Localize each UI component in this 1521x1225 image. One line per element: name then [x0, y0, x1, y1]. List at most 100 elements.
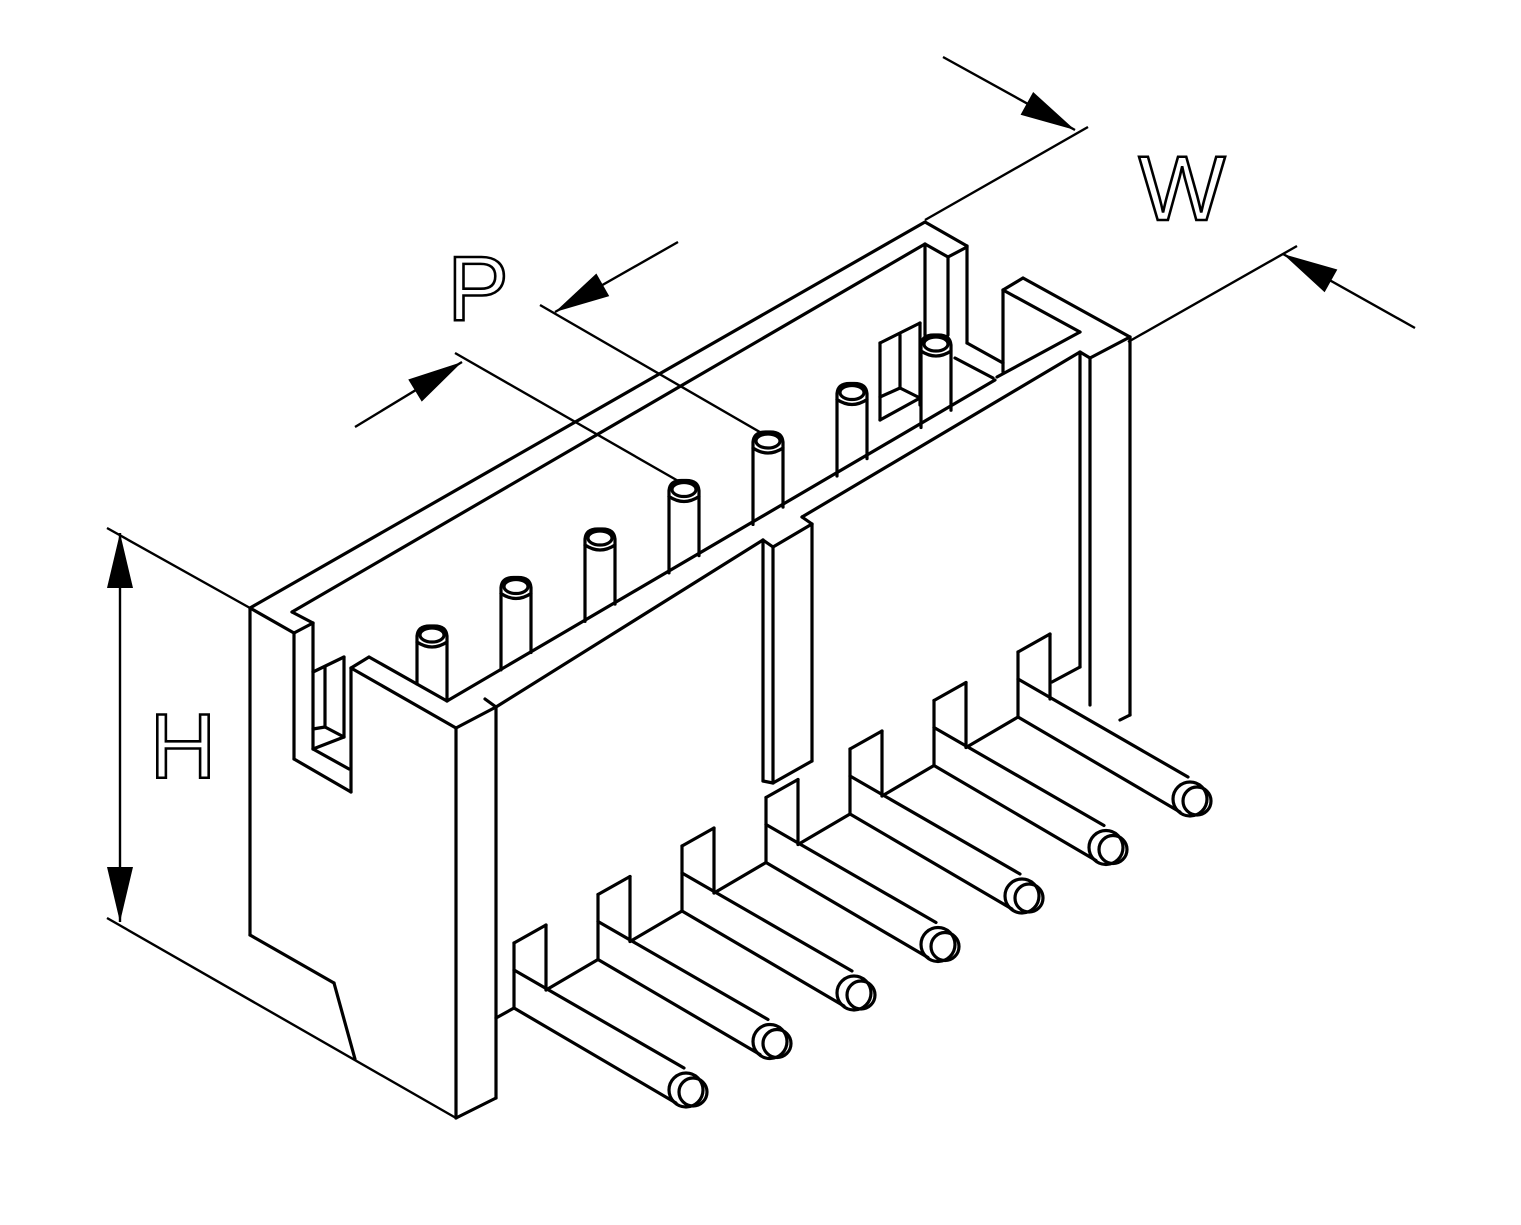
lead-end-tip — [1097, 833, 1129, 866]
lead-end — [667, 1071, 705, 1109]
housing-edge — [1078, 350, 1092, 360]
lead-edge — [596, 919, 770, 1022]
housing-edge — [349, 666, 458, 730]
lead — [680, 826, 877, 1012]
pin-tip — [586, 529, 614, 547]
housing-edge — [1021, 276, 1132, 339]
housing-edge — [311, 735, 346, 751]
lead-end — [751, 1022, 789, 1061]
arrowhead — [107, 533, 133, 588]
housing-edge — [290, 610, 315, 625]
lead — [512, 923, 709, 1109]
extension-line — [924, 125, 1089, 222]
extension-line — [106, 526, 251, 610]
housing-edge — [761, 779, 775, 785]
lead-tab — [848, 729, 884, 751]
lead-end — [1087, 828, 1125, 867]
lead-end-tip — [761, 1027, 793, 1060]
lead-edge — [848, 774, 1022, 876]
housing-edge — [995, 330, 1082, 379]
housing-edge — [292, 757, 353, 794]
pin — [583, 527, 617, 623]
arrowhead — [408, 362, 462, 402]
pin-tip — [754, 432, 782, 450]
housing-edge — [311, 747, 351, 771]
housing-edge — [898, 386, 922, 400]
lead-tab — [1016, 632, 1052, 654]
pin-cap — [919, 333, 953, 358]
housing-edge — [248, 933, 336, 985]
housing-floor-edge — [628, 909, 684, 944]
arrowhead — [107, 867, 133, 922]
pin — [415, 624, 449, 703]
arrowhead — [1020, 92, 1075, 130]
housing-edge — [332, 981, 357, 1061]
lead — [932, 680, 1129, 867]
lead-end-tip — [1181, 785, 1213, 817]
top-pins — [415, 333, 953, 703]
housing-edge — [878, 321, 922, 345]
lead-end — [1003, 877, 1041, 915]
housing-edge — [311, 655, 346, 674]
lead-edge — [512, 1006, 678, 1105]
housing-edge — [1001, 288, 1082, 334]
lead-edge — [1016, 715, 1182, 814]
pin — [835, 381, 869, 478]
arrowhead — [1283, 254, 1338, 293]
housing-edge — [454, 1096, 498, 1120]
pin-cap — [499, 575, 533, 601]
dimension-label-height: H — [150, 696, 216, 798]
housing-edge — [965, 341, 1005, 365]
lead — [848, 729, 1045, 915]
pin-tip — [922, 335, 950, 353]
lead-end-tip — [929, 930, 961, 963]
housing-floor-edge — [964, 715, 1020, 750]
housing-edge — [878, 396, 922, 422]
housing-edge — [878, 386, 902, 399]
extension-line — [1127, 244, 1298, 344]
housing-edge — [323, 725, 346, 739]
pin — [499, 575, 533, 672]
lead-edge — [680, 871, 854, 973]
pin-tip — [418, 626, 446, 644]
housing-edge — [367, 655, 449, 703]
housing-edge — [445, 378, 997, 703]
lead-edge — [932, 763, 1098, 863]
pin-cap — [835, 381, 869, 407]
arrowhead — [555, 273, 610, 312]
lead-end-tip — [677, 1076, 709, 1108]
pin — [919, 333, 953, 430]
dimension-label-width: W — [1139, 138, 1226, 240]
extension-line — [454, 351, 681, 484]
housing-edge — [454, 705, 498, 730]
dimension-lines — [106, 55, 1416, 1120]
extension-line — [106, 916, 457, 1120]
housing-edge — [771, 759, 814, 785]
lead-end — [835, 974, 873, 1012]
housing-edge — [311, 725, 327, 731]
housing-edge — [761, 538, 775, 549]
housing-edge — [1001, 276, 1025, 292]
pin — [751, 430, 785, 527]
lead-tab — [932, 680, 968, 703]
lead-edge — [764, 860, 930, 960]
housing-edge — [494, 538, 765, 709]
housing-floor-edge — [544, 957, 600, 992]
lead-edge — [512, 968, 686, 1070]
housing-edge — [1088, 335, 1132, 360]
pin-cap — [751, 430, 785, 455]
housing-edge — [771, 522, 814, 549]
lead-edge — [932, 725, 1106, 828]
lead-tab — [680, 826, 716, 848]
lead-edge — [680, 909, 846, 1008]
housing-body — [248, 220, 1132, 1120]
housing-edge — [290, 242, 927, 614]
lead-end — [1171, 780, 1209, 818]
lead-tab — [764, 777, 800, 800]
housing-floor-edge — [796, 812, 852, 847]
pin-tip — [502, 577, 530, 596]
lead-end-tip — [1013, 882, 1045, 914]
lead-edge — [596, 957, 762, 1057]
